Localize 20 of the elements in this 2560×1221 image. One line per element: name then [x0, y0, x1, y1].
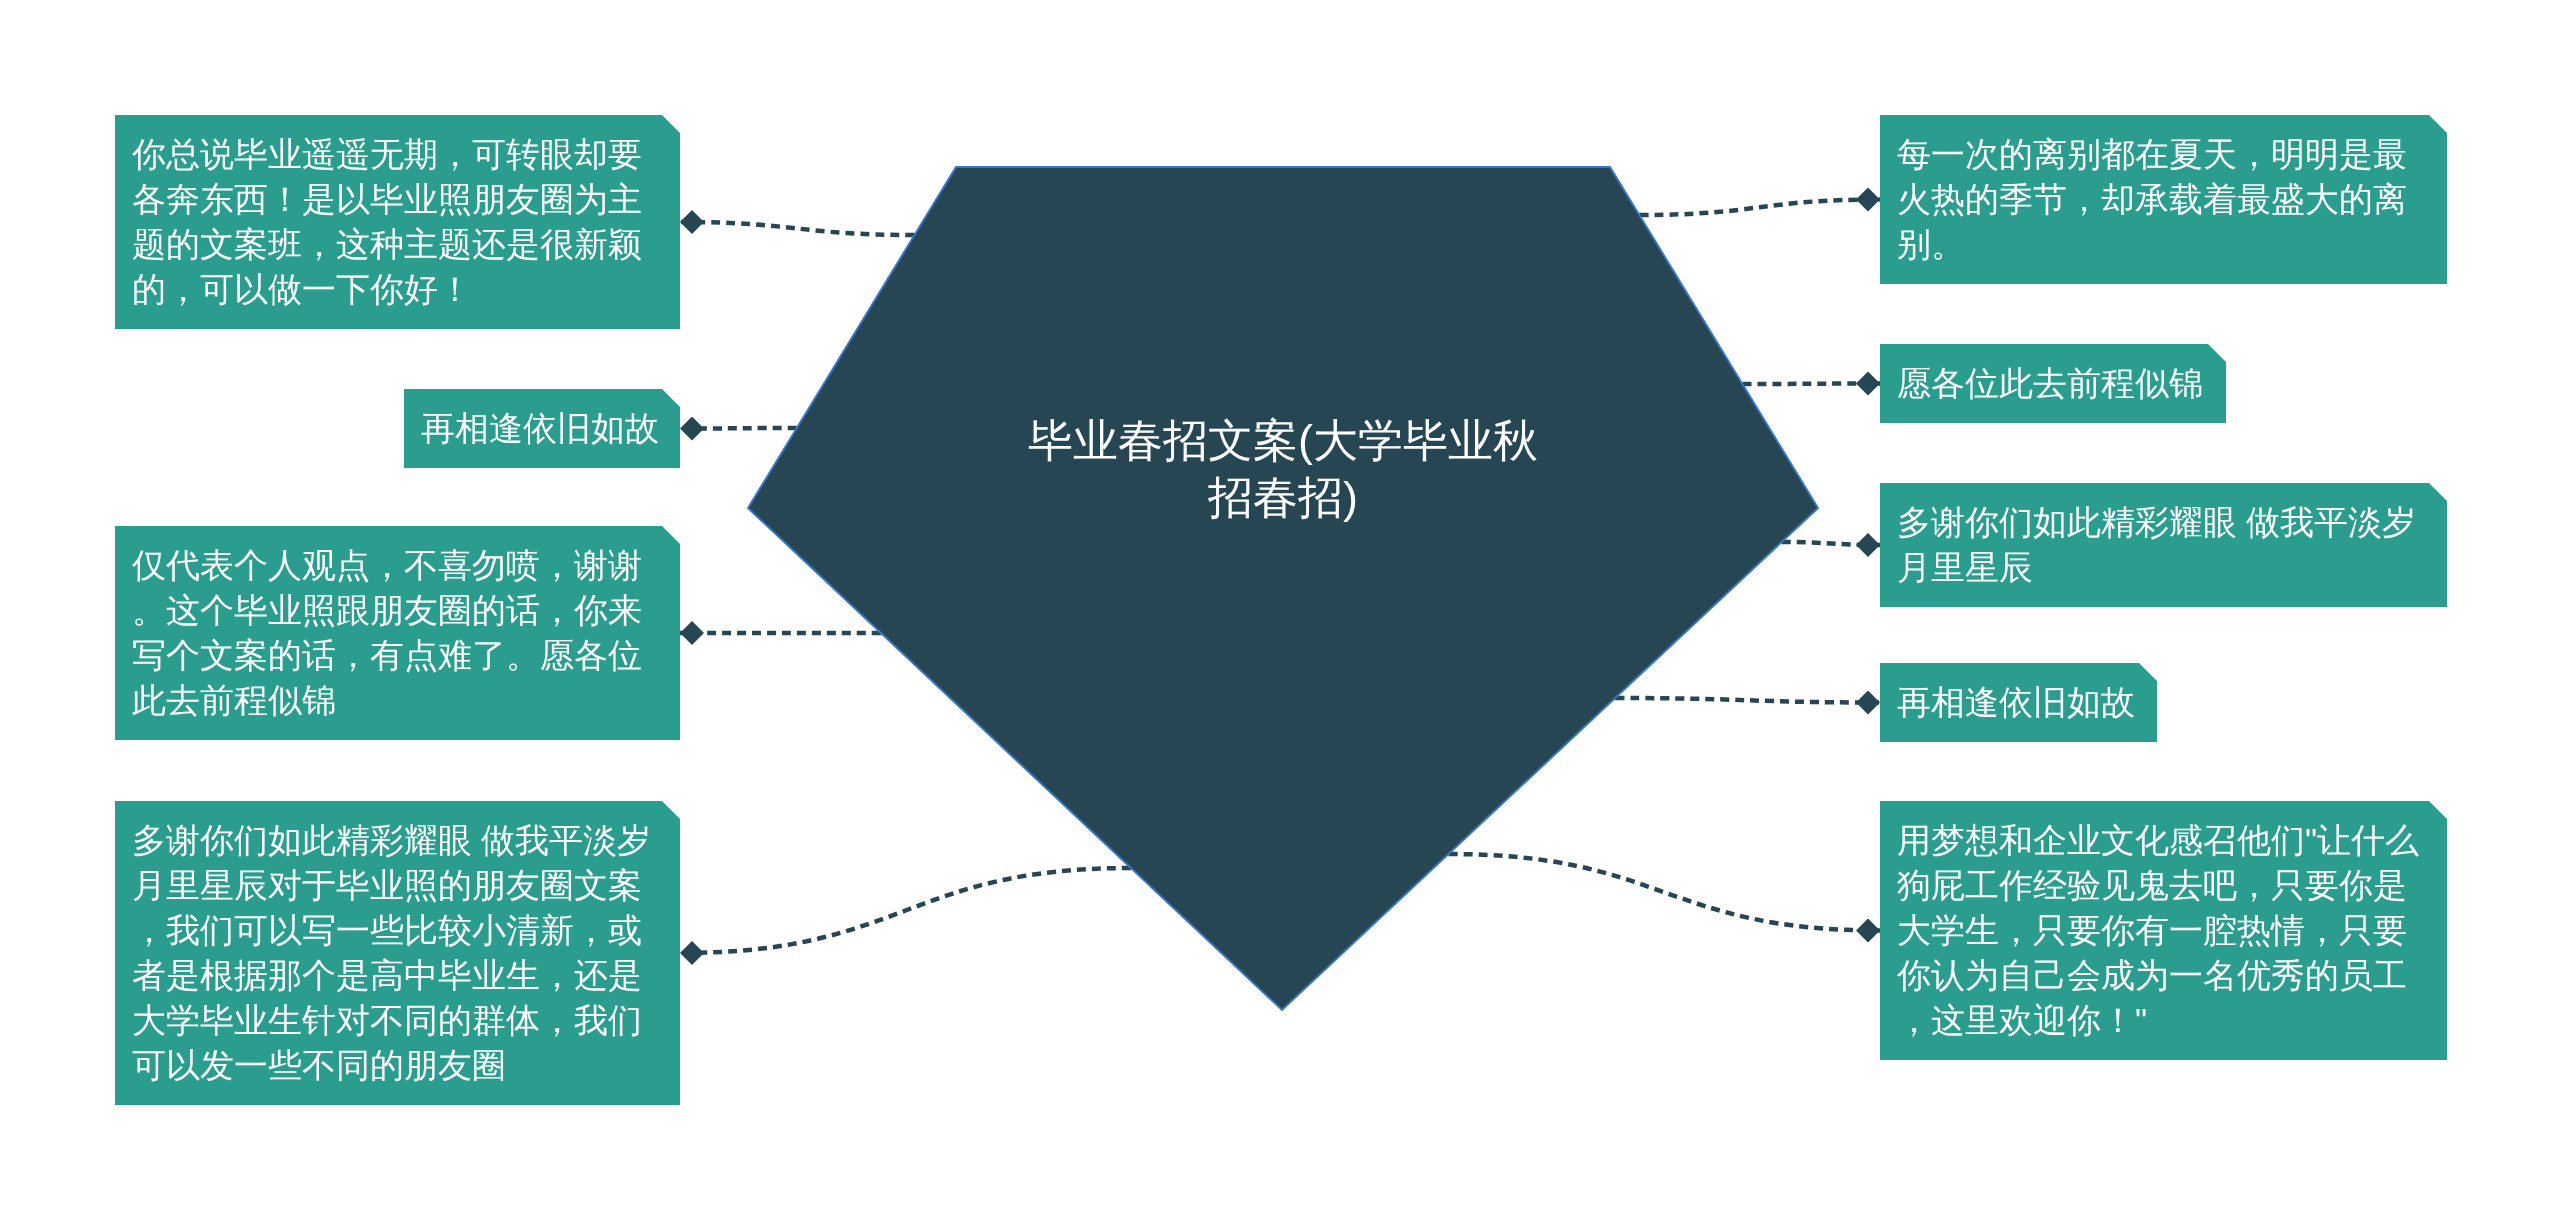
dashed-connector	[1639, 187, 1881, 218]
dashed-connector	[679, 865, 1132, 965]
topic-box: 多谢你们如此精彩耀眼 做我平淡岁月里星辰对于毕业照的朋友圈文案，我们可以写一些比较小清新，或者是根据那个是高中毕业生，还是大学毕业生针对不同的群体，我们可以发一些不同的朋友圈	[115, 801, 680, 1105]
dashed-connector	[680, 416, 797, 441]
topic-box: 再相逢依旧如故	[1880, 663, 2157, 742]
dashed-connector	[1742, 371, 1880, 396]
dashed-connector	[1615, 690, 1880, 715]
topic-title: 毕业春招文案(大学毕业秋招春招)	[1027, 414, 1539, 525]
topic-box: 再相逢依旧如故	[404, 389, 680, 468]
dashed-connector	[1781, 532, 1880, 557]
topic-box: 你总说毕业遥遥无期，可转眼却要各奔东西！是以毕业照朋友圈为主题的文案班，这种主题还是很新颖的，可以做一下你好！	[115, 115, 680, 329]
topic-box: 每一次的离别都在夏天，明明是最火热的季节，却承载着最盛大的离别。	[1880, 115, 2447, 284]
topic-box: 仅代表个人观点，不喜勿喷，谢谢。这个毕业照跟朋友圈的话，你来写个文案的话，有点难了。愿各位此去前程似锦	[115, 526, 680, 740]
topic-box: 用梦想和企业文化感召他们"让什么狗屁工作经验见鬼去吧，只要你是大学生，只要你有一腔热情，只要你认为自己会成为一名优秀的员工，这里欢迎你！"	[1880, 801, 2447, 1060]
pentagon-shape	[748, 167, 1818, 1010]
topic-box: 多谢你们如此精彩耀眼 做我平淡岁月里星辰	[1880, 483, 2447, 607]
dashed-connector	[1448, 851, 1881, 943]
dashed-connector	[680, 621, 881, 645]
topic-box: 愿各位此去前程似锦	[1880, 344, 2226, 423]
dashed-connector	[679, 210, 915, 238]
